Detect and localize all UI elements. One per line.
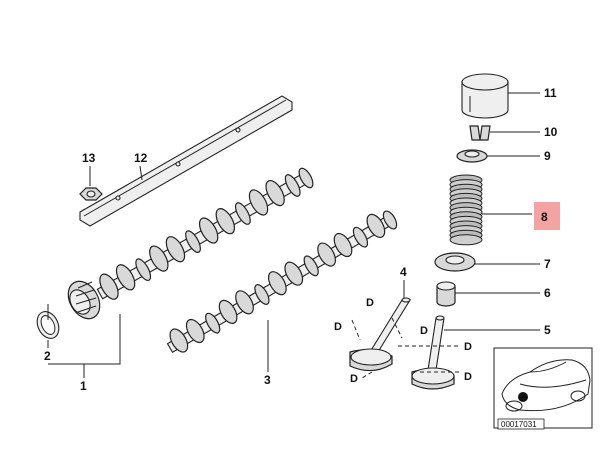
- valve-stem-seal[interactable]: [436, 281, 456, 307]
- cam-lobe: [169, 328, 189, 353]
- cam-journal: [284, 174, 301, 197]
- exhaust-camshaft[interactable]: [163, 205, 400, 358]
- cam-lobe: [115, 264, 136, 291]
- cam-lobe: [235, 290, 254, 315]
- cam-lobe: [165, 236, 186, 263]
- callout-8-highlight: [534, 202, 560, 230]
- cam-lobe: [218, 299, 238, 324]
- cam-lobe: [267, 271, 287, 296]
- exhaust-valve[interactable]: [411, 315, 455, 390]
- marker-d-1: D: [366, 297, 374, 309]
- cam-lobe: [317, 242, 336, 267]
- marker-d-3: D: [420, 325, 428, 337]
- marker-d-5: D: [350, 373, 358, 385]
- cam-journal: [234, 202, 251, 225]
- cam-lobe: [215, 208, 235, 235]
- spring-coil: [449, 234, 483, 246]
- cam-lobe: [366, 213, 386, 238]
- callout-8: 8: [541, 210, 548, 224]
- cam-cover-gasket[interactable]: [79, 95, 293, 227]
- d-markers: [351, 317, 462, 379]
- cam-lobe: [185, 318, 205, 344]
- intake-valve[interactable]: [349, 297, 411, 372]
- cam-lobe: [248, 189, 269, 216]
- cam-lobe: [149, 245, 169, 272]
- callout-9: 9: [544, 149, 551, 163]
- cam-journal: [135, 258, 152, 282]
- cam-lobe: [265, 179, 285, 207]
- diagram-reference-number: 00017031: [501, 420, 537, 429]
- intake-camshaft[interactable]: [92, 162, 316, 305]
- callout-2: 2: [44, 349, 51, 363]
- cam-lobe: [198, 217, 219, 244]
- nut[interactable]: [79, 187, 103, 201]
- cam-lobe: [99, 273, 119, 300]
- engine-location-dot: [518, 392, 528, 402]
- callout-4: 4: [400, 265, 407, 279]
- cam-journal: [352, 226, 369, 248]
- callout-12: 12: [134, 151, 148, 165]
- valve-spring[interactable]: [449, 174, 483, 246]
- callout-10: 10: [544, 125, 558, 139]
- cam-lobe: [333, 232, 353, 258]
- marker-d-6: D: [464, 371, 472, 383]
- callout-11: 11: [544, 86, 557, 100]
- cam-journal: [303, 255, 319, 277]
- camshaft-sprocket-hub: [67, 280, 101, 320]
- callout-7: 7: [544, 257, 551, 271]
- marker-d-2: D: [334, 321, 342, 333]
- callout-3: 3: [264, 373, 271, 387]
- cam-journal: [185, 230, 201, 253]
- vehicle-location-thumbnail: 00017031: [493, 347, 593, 430]
- valve-keeper[interactable]: [469, 125, 491, 141]
- callout-1: 1: [80, 379, 87, 393]
- cam-journal: [254, 284, 270, 305]
- spring-seat[interactable]: [434, 252, 476, 272]
- marker-d-4: D: [464, 341, 472, 353]
- spring-retainer[interactable]: [456, 149, 488, 163]
- callout-13: 13: [82, 151, 96, 165]
- bucket-tappet[interactable]: [461, 73, 509, 119]
- callout-5: 5: [544, 323, 551, 337]
- o-ring[interactable]: [33, 308, 63, 342]
- cam-journal: [205, 312, 221, 334]
- callout-1-bracket: [47, 304, 121, 365]
- cam-lobe: [284, 261, 304, 286]
- callout-6: 6: [544, 286, 551, 300]
